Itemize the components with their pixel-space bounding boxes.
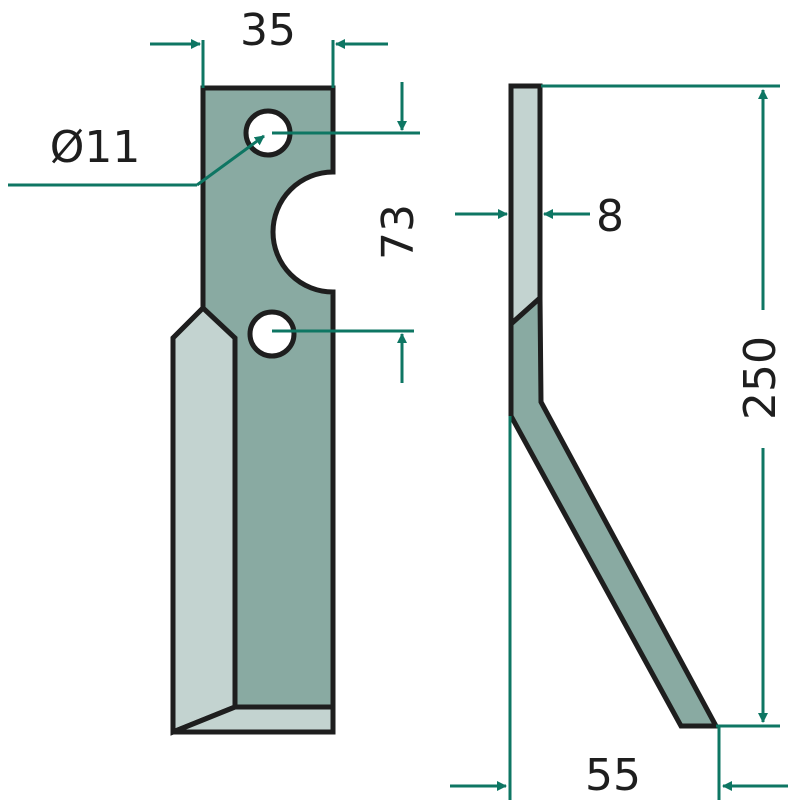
- dimension-hole-spacing: [272, 82, 420, 383]
- blade-bevel-bottom: [172, 704, 336, 735]
- blade-bevel-left: [170, 304, 238, 736]
- shank-upper: [508, 83, 543, 330]
- dimension-hole-diameter: [8, 134, 265, 187]
- side-view: [508, 83, 721, 729]
- dimension-thickness-label: 8: [596, 191, 624, 242]
- dimension-offset-label: 55: [585, 750, 641, 800]
- dimension-hole-diameter-label: Ø11: [50, 122, 141, 173]
- dimension-height: [541, 84, 780, 728]
- dimension-width-label: 35: [240, 5, 296, 56]
- dimension-height-label: 250: [735, 336, 786, 420]
- mounting-hole-bottom: [247, 309, 297, 359]
- front-view: [170, 85, 336, 736]
- shank-bent: [508, 292, 721, 729]
- dimension-offset: [450, 416, 788, 800]
- dimension-width: [150, 39, 388, 88]
- dimension-hole-spacing-label: 73: [373, 204, 424, 260]
